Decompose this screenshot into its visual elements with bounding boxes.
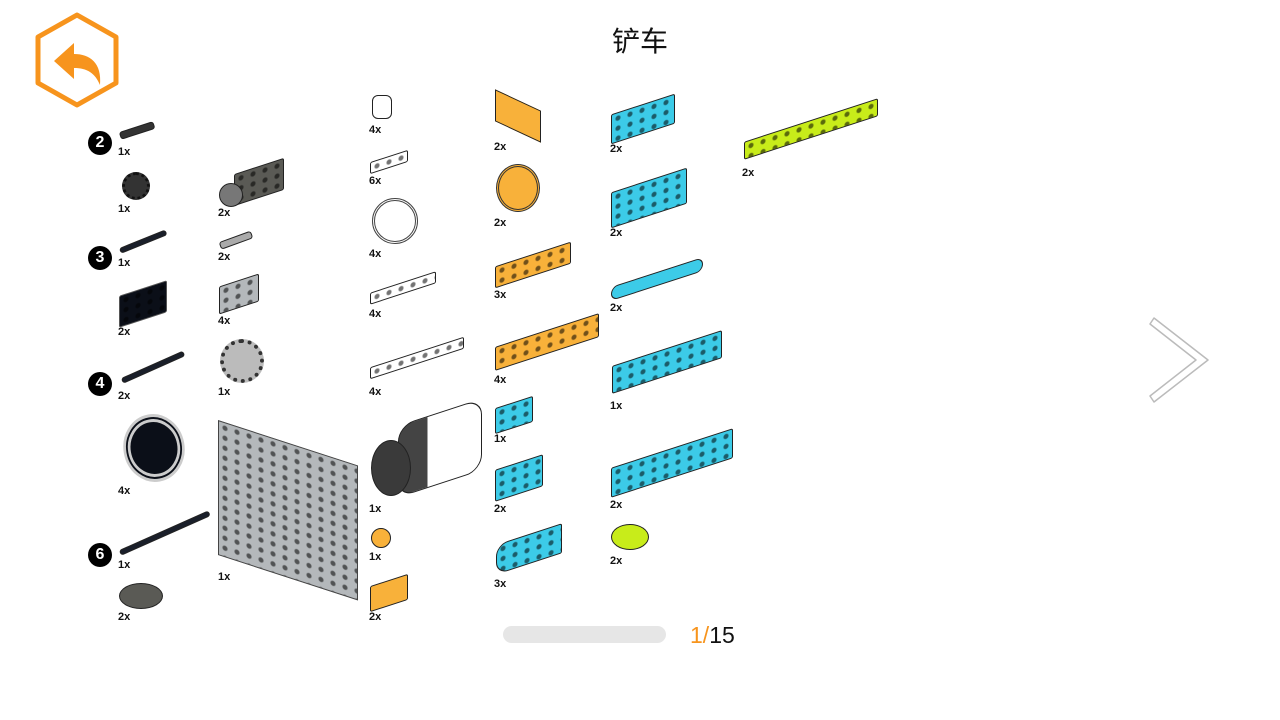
part-blue-brick-1x2 — [495, 395, 533, 435]
part-qty: 2x — [218, 251, 231, 263]
next-page-button[interactable] — [1148, 310, 1214, 410]
part-qty: 2x — [218, 207, 231, 219]
page-indicator: 1/15 — [690, 622, 735, 649]
part-qty: 2x — [610, 302, 623, 314]
part-qty: 1x — [369, 551, 382, 563]
progress-bar — [503, 626, 666, 643]
part-qty: 1x — [218, 571, 231, 583]
part-qty: 1x — [610, 400, 623, 412]
part-lime-plate-2x10 — [744, 98, 878, 160]
part-qty: 2x — [494, 141, 507, 153]
part-orange-plate-2x6 — [495, 313, 599, 371]
part-blue-wedge-plate — [612, 330, 722, 394]
back-button[interactable] — [32, 11, 122, 109]
part-blue-technic-brick-1x8 — [611, 428, 733, 498]
part-motor — [398, 398, 482, 498]
step-badge: 6 — [88, 543, 112, 567]
total-pages: 15 — [709, 622, 735, 648]
part-orange-ball — [371, 528, 391, 548]
part-qty: 1x — [218, 386, 231, 398]
part-motor-face — [371, 440, 411, 496]
part-gear-24 — [220, 339, 264, 383]
part-axle-pin — [218, 230, 254, 250]
part-qty: 2x — [494, 503, 507, 515]
part-qty: 2x — [610, 227, 623, 239]
part-tire — [117, 409, 191, 487]
part-qty: 4x — [218, 315, 231, 327]
current-page: 1 — [690, 622, 703, 648]
part-axle-with-stop — [120, 350, 186, 384]
part-white-plate-1x4 — [370, 271, 436, 305]
step-badge: 4 — [88, 372, 112, 396]
part-axle-short — [118, 229, 168, 254]
part-blue-technic-brick-1x4 — [611, 93, 675, 145]
part-orange-wheel — [496, 164, 540, 212]
part-qty: 4x — [369, 124, 382, 136]
part-blue-brick-2x4 — [611, 167, 687, 229]
part-qty: 4x — [369, 386, 382, 398]
part-qty: 2x — [742, 167, 755, 179]
part-qty: 2x — [610, 143, 623, 155]
part-qty: 1x — [118, 257, 131, 269]
part-qty: 2x — [118, 326, 131, 338]
part-qty: 1x — [118, 203, 131, 215]
part-qty: 2x — [610, 499, 623, 511]
part-qty: 1x — [369, 503, 382, 515]
part-battery-box — [218, 420, 358, 601]
part-qty: 4x — [369, 308, 382, 320]
part-qty: 1x — [494, 433, 507, 445]
page-title: 铲车 — [611, 26, 668, 57]
part-axle-connector — [118, 121, 156, 140]
part-qty: 2x — [610, 555, 623, 567]
part-qty: 4x — [494, 374, 507, 386]
part-white-plate-1x2 — [370, 149, 408, 175]
part-qty: 6x — [369, 175, 382, 187]
part-qty: 4x — [118, 485, 131, 497]
part-qty: 1x — [118, 559, 131, 571]
step-badge: 3 — [88, 246, 112, 270]
step-badge: 2 — [88, 131, 112, 155]
page-separator: / — [702, 622, 710, 648]
part-white-round-brick — [372, 95, 392, 119]
part-round-tile — [119, 583, 163, 609]
part-qty: 4x — [369, 248, 382, 260]
chevron-right-icon — [1149, 317, 1209, 403]
back-arrow-hexagon-icon — [35, 12, 119, 108]
part-qty: 2x — [369, 611, 382, 623]
part-qty: 2x — [118, 611, 131, 623]
part-black-brick-2x2 — [119, 280, 167, 328]
part-axle-long — [118, 510, 211, 556]
part-blue-l-beam — [611, 257, 703, 301]
part-qty: 3x — [494, 289, 507, 301]
part-qty: 2x — [494, 217, 507, 229]
part-orange-slope — [495, 89, 541, 143]
part-white-wheel — [372, 198, 418, 244]
part-orange-slope-small — [370, 573, 408, 613]
part-blue-hinge-piece — [496, 523, 562, 575]
part-small-gear — [122, 172, 150, 200]
part-lime-round-plate — [611, 524, 649, 550]
part-qty: 1x — [118, 146, 131, 158]
part-white-plate-1x6 — [370, 336, 464, 380]
part-brick-with-pin — [219, 273, 259, 315]
part-ball — [219, 183, 243, 207]
part-qty: 3x — [494, 578, 507, 590]
part-qty: 2x — [118, 390, 131, 402]
part-blue-brick-2x2 — [495, 454, 543, 502]
part-orange-plate-2x4 — [495, 241, 571, 289]
